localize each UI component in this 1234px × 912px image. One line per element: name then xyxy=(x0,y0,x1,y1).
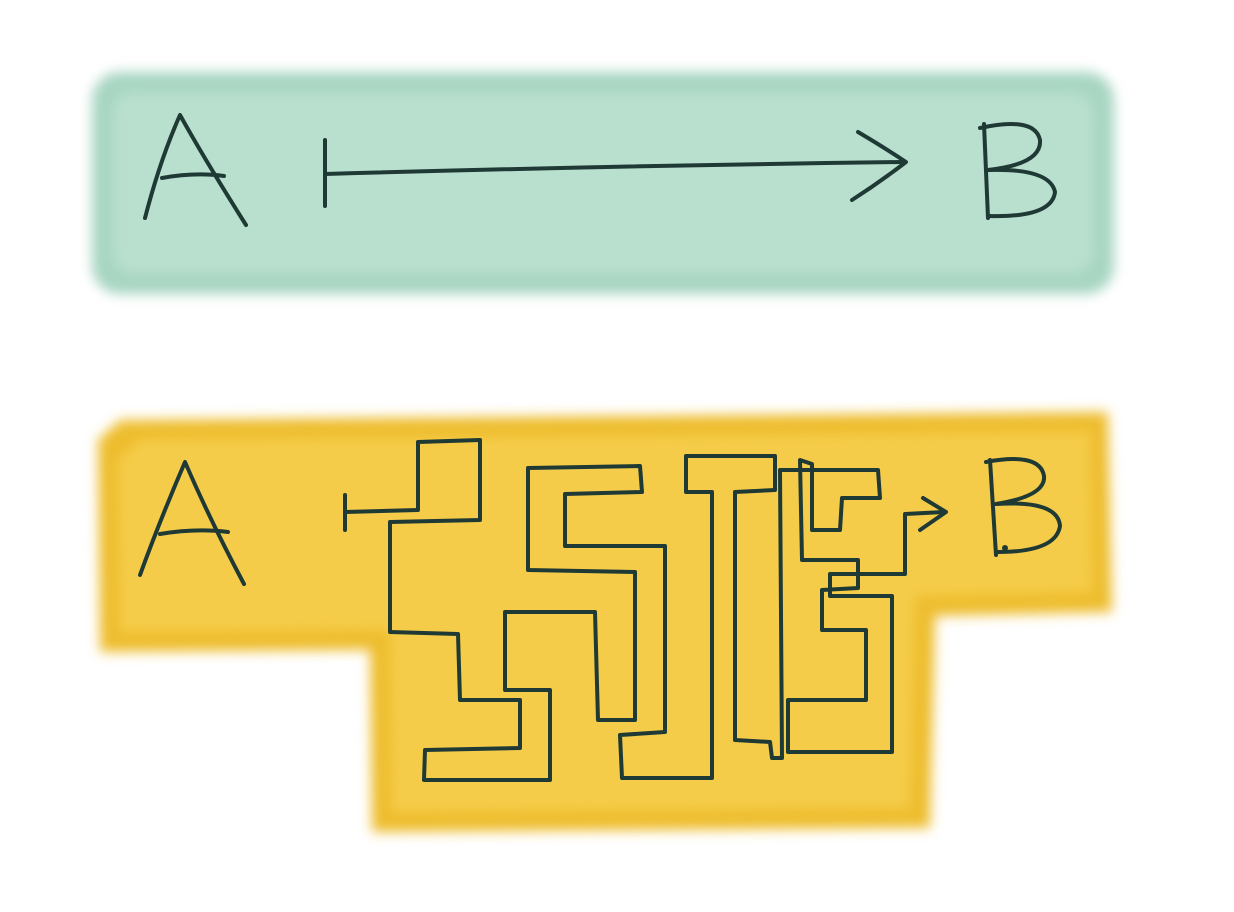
start-point-a xyxy=(143,113,248,227)
winding-route-background-core xyxy=(118,432,1092,812)
direct-route-background-core xyxy=(112,92,1094,274)
end-point-b-winding xyxy=(984,457,1062,557)
winding-route-diagram xyxy=(98,412,1112,832)
start-point-a-winding xyxy=(138,460,246,586)
direct-path-arrow xyxy=(323,130,908,208)
winding-path-arrow xyxy=(343,438,948,782)
direct-route-diagram xyxy=(92,72,1114,294)
end-point-b xyxy=(978,122,1057,220)
